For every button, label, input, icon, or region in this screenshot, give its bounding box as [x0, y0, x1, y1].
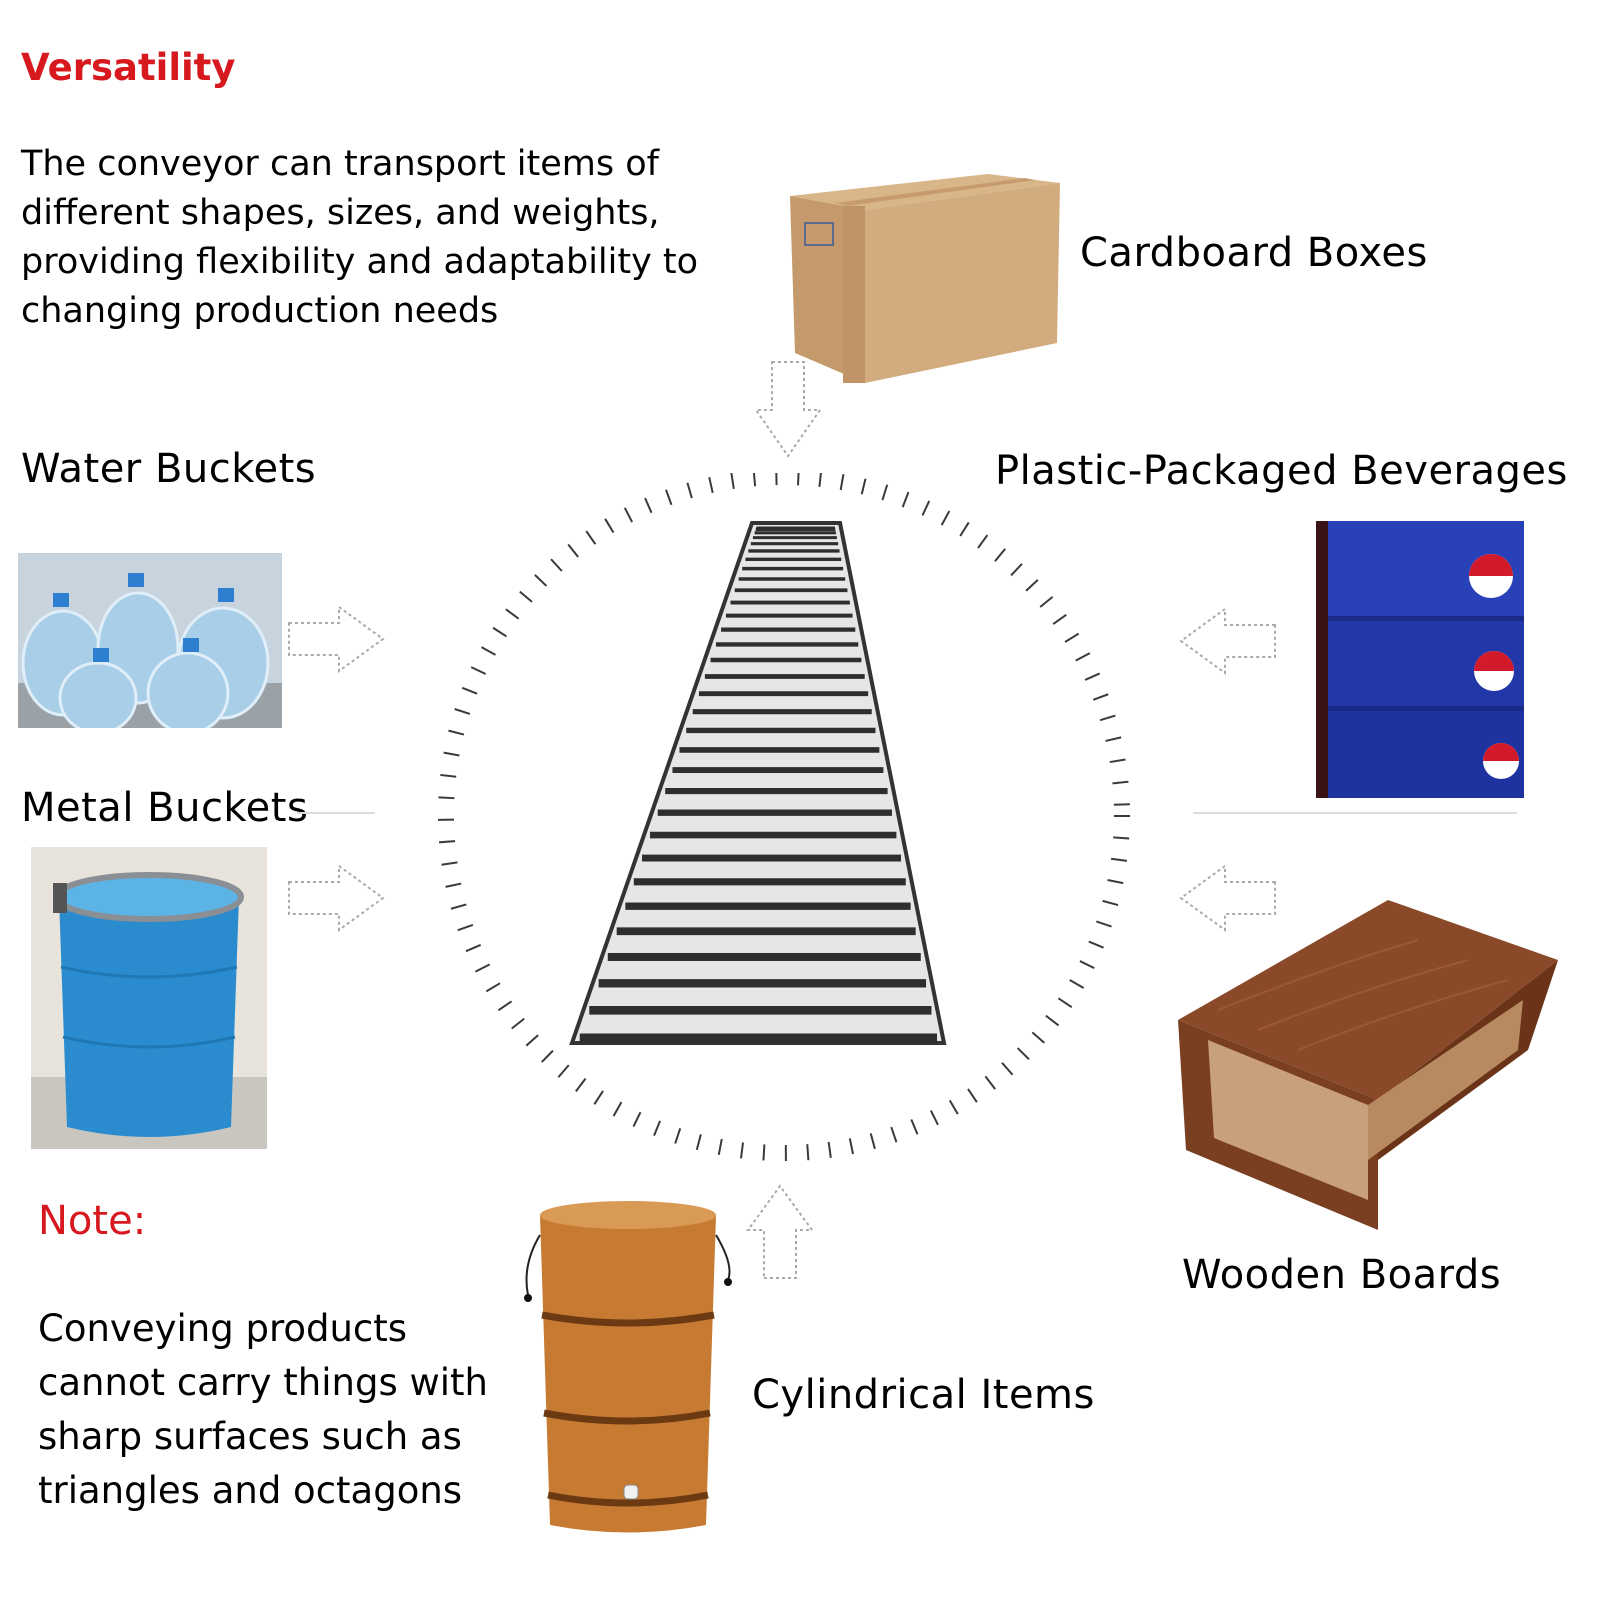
arrow-down-icon [754, 361, 822, 458]
versatility-title: Versatility [21, 46, 236, 89]
water-buckets-image [18, 553, 282, 728]
versatility-line: The conveyor can transport items of [21, 144, 659, 184]
versatility-description: The conveyor can transport items of diff… [21, 140, 741, 336]
arrow-up-icon [746, 1184, 814, 1279]
note-line: cannot carry things with [38, 1361, 488, 1404]
note-line: triangles and octagons [38, 1469, 463, 1512]
plastic-beverages-label: Plastic-Packaged Beverages [995, 448, 1568, 494]
roller-conveyor-image [569, 521, 947, 1045]
metal-buckets-label: Metal Buckets [21, 785, 309, 831]
note-title: Note: [38, 1198, 147, 1244]
conveyor-diagram [438, 473, 1130, 1161]
separator-line-left [297, 812, 375, 814]
arrow-right-icon [288, 864, 385, 932]
metal-bucket-image [31, 847, 267, 1149]
water-buckets-label: Water Buckets [21, 446, 317, 492]
versatility-line: providing flexibility and adaptability t… [21, 242, 699, 282]
note-line: Conveying products [38, 1307, 408, 1350]
note-line: sharp surfaces such as [38, 1415, 462, 1458]
note-description: Conveying products cannot carry things w… [38, 1302, 518, 1518]
versatility-line: changing production needs [21, 291, 499, 331]
cardboard-boxes-label: Cardboard Boxes [1080, 230, 1428, 276]
wooden-board-image [1178, 900, 1558, 1230]
arrow-left-icon [1179, 607, 1276, 675]
plastic-beverages-image [1316, 521, 1524, 798]
wooden-bucket-image [524, 1201, 732, 1533]
versatility-line: different shapes, sizes, and weights, [21, 193, 660, 233]
arrow-right-icon [288, 605, 385, 673]
dashed-ring [438, 473, 1130, 1161]
separator-line-right [1193, 812, 1517, 814]
cardboard-box-image [790, 174, 1060, 383]
wooden-boards-label: Wooden Boards [1182, 1252, 1502, 1298]
cylindrical-items-label: Cylindrical Items [752, 1372, 1095, 1418]
